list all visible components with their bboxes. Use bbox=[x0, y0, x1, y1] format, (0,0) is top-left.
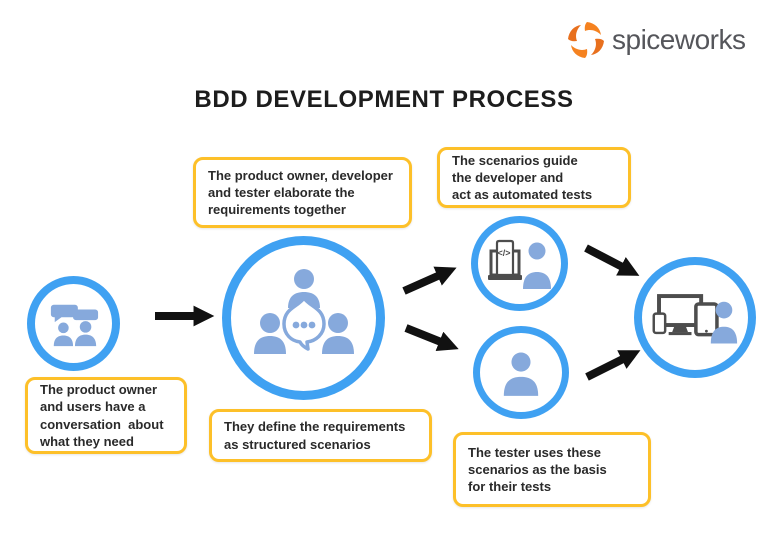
arrow-discussion-to-developer bbox=[402, 266, 457, 295]
arrow-developer-to-delivery bbox=[584, 244, 640, 276]
note-scenarios-guide: The scenarios guide the developer and ac… bbox=[437, 147, 631, 208]
step-circle-discussion bbox=[222, 236, 385, 400]
step-circle-tester bbox=[473, 326, 569, 419]
code-glyph: </> bbox=[497, 248, 510, 258]
brand-logo: spiceworks bbox=[566, 20, 746, 60]
tester-person-icon bbox=[503, 351, 539, 396]
arrow-tester-to-delivery bbox=[585, 350, 641, 381]
brand-name: spiceworks bbox=[612, 24, 746, 55]
page-title: BDD DEVELOPMENT PROCESS bbox=[194, 86, 574, 113]
note-owner-users-conversation: The product owner and users have a conve… bbox=[25, 377, 187, 454]
group-discussion-icon bbox=[253, 269, 354, 354]
step-circle-developer: </> bbox=[471, 216, 568, 311]
spiceworks-swirl-icon bbox=[568, 22, 604, 58]
step-circle-delivery bbox=[634, 257, 756, 378]
step-circle-conversation bbox=[27, 276, 120, 371]
note-tester-basis: The tester uses these scenarios as the b… bbox=[453, 432, 651, 507]
note-define-scenarios: They define the requirements as structur… bbox=[209, 409, 432, 462]
conversation-icon bbox=[50, 304, 98, 346]
developer-code-icon: </> bbox=[487, 239, 551, 289]
arrow-discussion-to-tester bbox=[404, 324, 459, 352]
devices-user-icon bbox=[652, 293, 738, 343]
note-elaborate-requirements: The product owner, developer and tester … bbox=[193, 157, 412, 228]
